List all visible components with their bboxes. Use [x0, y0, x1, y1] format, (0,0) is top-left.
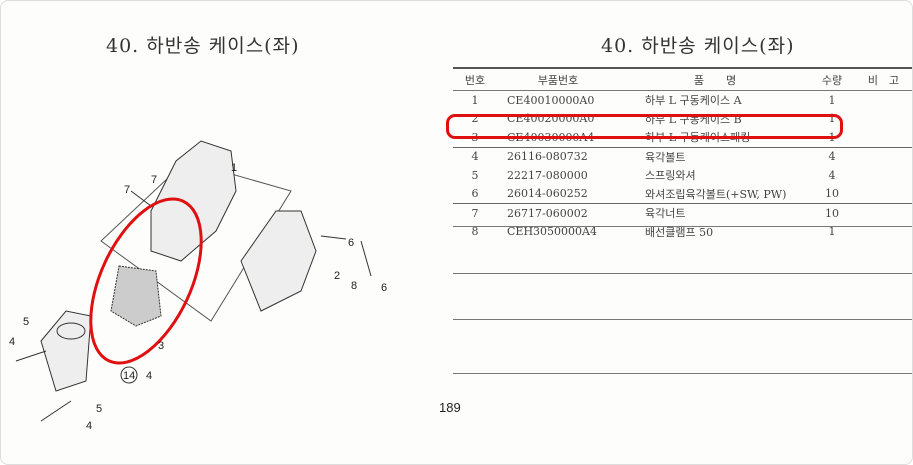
svg-text:4: 4 [9, 336, 15, 348]
col-remarks: 비 고 [853, 67, 912, 91]
svg-text:2: 2 [334, 270, 340, 282]
table-row: 1 CE40010000A0 하부 L 구동케이스 A 1 [453, 91, 912, 110]
divider [453, 226, 912, 227]
cell-part: 26116-080732 [497, 146, 619, 166]
exploded-parts-diagram: 1 7 7 6 2 8 6 3 5 4 14 4 5 4 [9, 140, 387, 432]
table-row: 6 26014-060252 와셔조립육각볼트(+SW, PW) 10 [453, 185, 912, 204]
col-name: 품 명 [619, 67, 811, 91]
divider [453, 273, 912, 274]
cell-qty: 4 [811, 146, 853, 166]
right-title: 40. 하반송 케이스(좌) [601, 35, 795, 57]
page-number: 189 [439, 400, 461, 415]
svg-text:6: 6 [348, 237, 354, 249]
case-a [150, 140, 237, 262]
table-row: 5 22217-080000 스프링와셔 4 [453, 166, 912, 185]
svg-text:8: 8 [351, 280, 357, 292]
cell-part: CE40010000A0 [507, 93, 595, 107]
col-qty: 수량 [811, 67, 853, 91]
cell-name: 스프링와셔 [645, 169, 696, 183]
cell-name: 육각너트 [619, 203, 811, 223]
svg-text:5: 5 [96, 403, 102, 415]
cell-name: 배선클램프 50 [645, 225, 714, 239]
svg-text:6: 6 [381, 282, 387, 294]
cell-no: 7 [453, 203, 497, 223]
divider [453, 319, 912, 320]
parts-table: 번호 부품번호 품 명 수량 비 고 1 CE40010000A0 하부 L 구동케… [453, 67, 912, 242]
packing [110, 265, 162, 327]
cell-qty: 10 [811, 203, 853, 223]
lower-case [40, 310, 92, 392]
assembly-outline [100, 160, 292, 322]
svg-text:1: 1 [231, 162, 237, 174]
case-b [240, 210, 317, 312]
cell-part: 26717-060002 [497, 203, 619, 223]
svg-text:5: 5 [23, 316, 29, 328]
cell-part: 22217-080000 [507, 168, 588, 182]
cell-no: 6 [471, 187, 479, 201]
svg-text:14: 14 [123, 370, 135, 382]
cell-no: 4 [453, 146, 497, 166]
cell-no: 1 [471, 93, 479, 107]
cell-no: 8 [471, 225, 479, 239]
highlight-box [446, 114, 843, 139]
cell-name: 와셔조립육각볼트(+SW, PW) [645, 187, 787, 201]
svg-text:3: 3 [158, 340, 164, 352]
cell-qty: 10 [825, 187, 839, 201]
svg-text:4: 4 [86, 420, 92, 432]
svg-text:7: 7 [151, 174, 157, 186]
highlight-circle [89, 197, 203, 365]
cell-no: 5 [471, 168, 479, 182]
cell-part: CEH3050000A4 [507, 225, 597, 239]
cell-part: 26014-060252 [507, 187, 588, 201]
cell-qty: 4 [828, 168, 836, 182]
cell-name: 육각볼트 [619, 146, 811, 166]
table-row: 8 CEH3050000A4 배선클램프 50 1 [453, 223, 912, 242]
svg-text:7: 7 [124, 184, 130, 196]
svg-text:4: 4 [146, 370, 152, 382]
col-no: 번호 [453, 67, 497, 91]
cell-qty: 1 [828, 112, 836, 126]
cell-qty: 1 [828, 93, 836, 107]
left-title: 40. 하반송 케이스(좌) [106, 35, 300, 57]
cell-no: 2 [471, 112, 479, 126]
divider [453, 373, 912, 374]
cell-qty: 1 [828, 225, 836, 239]
cell-name: 하부 L 구동케이스 A [645, 94, 742, 108]
col-part-number: 부품번호 [497, 67, 619, 91]
